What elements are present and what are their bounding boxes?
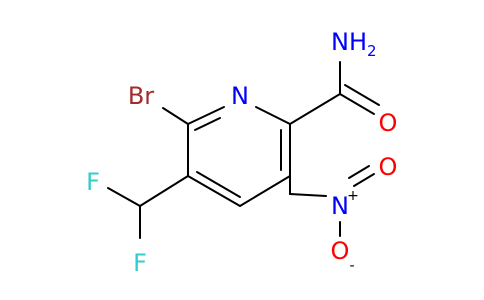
atom-fluorine-lower: F (133, 249, 147, 277)
bond-amide-c-o-2 (344, 84, 380, 106)
bond-nitro-n-o-2 (348, 165, 370, 179)
bond-c3-chf2 (139, 175, 189, 207)
atom-bromine: Br (128, 82, 154, 110)
atom-nitro-nitrogen: N (331, 192, 349, 220)
bond-ring-c4-c5 (239, 175, 291, 207)
bonds (107, 61, 380, 239)
bond-c6-amide-c (289, 93, 341, 125)
atom-nitro-oxygen-single: O (331, 237, 350, 265)
bond-ring-n-c2-inner (194, 117, 221, 131)
atom-amide-oxygen: O (379, 109, 398, 137)
atom-fluorine-upper: F (86, 168, 100, 196)
bond-nitro-n-o-1 (353, 173, 375, 187)
bond-c5-nitro-n-2 (289, 193, 327, 197)
atom-nitro-oxygen-double: O (379, 153, 398, 181)
bond-ring-c3-c4-inner (196, 171, 241, 198)
bond-ring-n-c6 (255, 106, 291, 125)
bond-ring-c3-c4 (187, 175, 241, 207)
bond-ring-n-c2 (187, 106, 225, 125)
atom-nitro-oxygen-charge: - (349, 258, 354, 274)
bond-amide-c-o-1 (339, 93, 375, 115)
atom-nitro-nitrogen-charge: + (347, 188, 359, 204)
atom-ring-nitrogen: N (231, 82, 249, 110)
atom-labels: NH2 O N Br F F N + O O - (86, 28, 397, 277)
bond-c2-br (162, 107, 189, 125)
atom-amide-nitrogen: NH2 (331, 28, 377, 60)
bond-chf2-f-upper (107, 187, 141, 207)
